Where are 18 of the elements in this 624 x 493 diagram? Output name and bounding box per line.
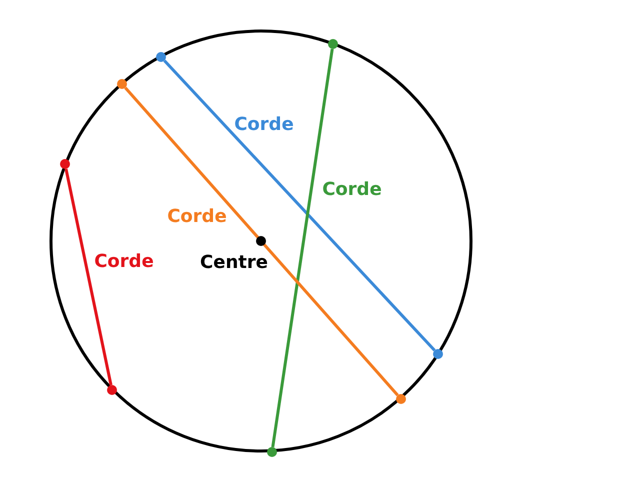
- point-dot: [433, 349, 443, 359]
- chord-line: [163, 60, 436, 352]
- point-dot: [328, 39, 338, 49]
- chord-line: [64, 168, 112, 386]
- chord-label: Corde: [322, 180, 382, 200]
- point-dot: [256, 236, 266, 246]
- chord-line: [271, 48, 334, 448]
- point-dot: [117, 79, 127, 89]
- point-dot: [60, 159, 70, 169]
- chord-line: [124, 86, 399, 396]
- point-dot: [156, 52, 166, 62]
- point-dot: [267, 447, 277, 457]
- point-dot: [107, 385, 117, 395]
- chord-label: Corde: [167, 207, 227, 227]
- chord-label: Corde: [234, 115, 294, 135]
- point-dot: [396, 394, 406, 404]
- chord-label: Corde: [94, 252, 154, 272]
- point-label: Centre: [200, 253, 268, 273]
